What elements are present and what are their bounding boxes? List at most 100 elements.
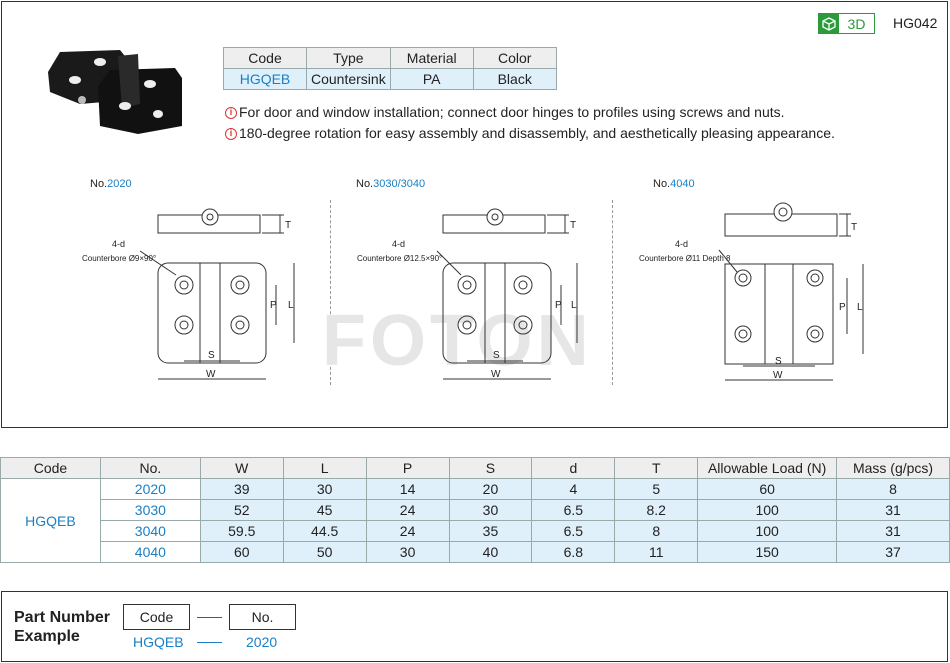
drawing-no-label: No.3030/3040 xyxy=(356,178,426,190)
cell-mass: 37 xyxy=(836,541,950,563)
product-photo xyxy=(48,50,182,134)
spec-color: Black xyxy=(472,68,557,90)
dim-S: S xyxy=(493,350,500,361)
dim-L: L xyxy=(571,300,577,311)
dimension-table: Code No. W L P S d T Allowable Load (N) … xyxy=(0,457,950,563)
cell-mass: 8 xyxy=(836,478,950,500)
dim-L: L xyxy=(857,302,863,313)
code-box: Code xyxy=(123,604,190,630)
notes-list: i For door and window installation; conn… xyxy=(225,102,835,144)
cell-s: 40 xyxy=(448,541,533,563)
drawing-no-value: 3030/3040 xyxy=(373,178,426,190)
dim-T: T xyxy=(851,222,857,233)
no-cell[interactable]: 2020 xyxy=(99,478,201,500)
cell-p: 24 xyxy=(365,520,450,542)
3d-model-button[interactable]: 3D xyxy=(818,13,875,34)
cell-d: 6.8 xyxy=(531,541,616,563)
note-item: i For door and window installation; conn… xyxy=(225,102,835,123)
info-icon: i xyxy=(225,127,237,140)
example-no: 2020 xyxy=(246,634,278,650)
dim-T: T xyxy=(285,220,291,231)
col-header: L xyxy=(282,457,367,479)
drawing-no-value: 4040 xyxy=(670,178,695,190)
col-header: Code xyxy=(0,457,101,479)
divider xyxy=(330,200,331,385)
no-box: No. xyxy=(229,604,296,630)
cell-p: 24 xyxy=(365,499,450,521)
cell-w: 59.5 xyxy=(199,520,284,542)
code-cell: HGQEB xyxy=(0,478,101,563)
drawing-no-value: 2020 xyxy=(107,178,132,190)
cell-w: 52 xyxy=(199,499,284,521)
note-text: 180-degree rotation for easy assembly an… xyxy=(239,125,835,141)
drawing-no-label: No.2020 xyxy=(90,178,132,190)
cell-load: 100 xyxy=(697,520,838,542)
cell-p: 30 xyxy=(365,541,450,563)
table-row: 3040 59.5 44.5 24 35 6.5 8 100 31 xyxy=(1,520,950,542)
drawing-no-label: No.4040 xyxy=(653,178,695,190)
cell-d: 6.5 xyxy=(531,520,616,542)
cell-load: 60 xyxy=(697,478,838,500)
connector-line xyxy=(197,617,222,618)
hole-desc: Counterbore Ø12.5×90° xyxy=(357,254,442,263)
no-cell[interactable]: 4040 xyxy=(99,541,201,563)
col-header: d xyxy=(531,457,616,479)
dim-W: W xyxy=(206,369,216,380)
cell-l: 50 xyxy=(282,541,367,563)
no-cell[interactable]: 3040 xyxy=(99,520,201,542)
cell-t: 8 xyxy=(614,520,699,542)
cell-w: 60 xyxy=(199,541,284,563)
col-header: W xyxy=(199,457,284,479)
dim-P: P xyxy=(555,300,562,311)
technical-drawing-4040: T P L S W 4-d Counterbore Ø11 Depth 8 xyxy=(639,202,864,381)
dim-L: L xyxy=(288,300,294,311)
cell-p: 14 xyxy=(365,478,450,500)
table-row: 4040 60 50 30 40 6.8 11 150 37 xyxy=(1,541,950,563)
3d-label: 3D xyxy=(847,15,866,32)
cell-t: 8.2 xyxy=(614,499,699,521)
cell-w: 39 xyxy=(199,478,284,500)
cell-mass: 31 xyxy=(836,520,950,542)
spec-table: Code Type Material Color HGQEB Countersi… xyxy=(223,47,557,90)
watermark: FOTON xyxy=(322,301,593,381)
hole-label: 4-d xyxy=(112,239,125,249)
dim-S: S xyxy=(775,356,782,367)
hole-label: 4-d xyxy=(392,239,405,249)
cell-d: 6.5 xyxy=(531,499,616,521)
hole-desc: Counterbore Ø11 Depth 8 xyxy=(639,254,731,263)
dim-W: W xyxy=(491,369,501,380)
cell-s: 30 xyxy=(448,499,533,521)
col-header: No. xyxy=(99,457,201,479)
spec-header-color: Color xyxy=(472,47,557,69)
cell-s: 20 xyxy=(448,478,533,500)
dim-T: T xyxy=(570,220,576,231)
connector-line xyxy=(197,642,222,643)
cell-load: 100 xyxy=(697,499,838,521)
col-header: T xyxy=(614,457,699,479)
cell-l: 45 xyxy=(282,499,367,521)
info-icon: i xyxy=(225,106,237,119)
spec-type: Countersink xyxy=(306,68,391,90)
no-cell[interactable]: 3030 xyxy=(99,499,201,521)
part-number-panel xyxy=(1,591,948,662)
cell-d: 4 xyxy=(531,478,616,500)
dim-P: P xyxy=(839,302,846,313)
dim-W: W xyxy=(773,370,783,381)
technical-drawing-3030: T P L S W 4-d Counterbore Ø12.5×90° xyxy=(357,208,578,380)
hole-desc: Counterbore Ø9×90° xyxy=(82,254,156,263)
part-number-title: Part Number Example xyxy=(14,609,111,645)
note-text: For door and window installation; connec… xyxy=(239,104,785,120)
col-header: Allowable Load (N) xyxy=(697,457,838,479)
divider xyxy=(612,200,613,385)
spec-header-code: Code xyxy=(223,47,307,69)
hole-label: 4-d xyxy=(675,239,688,249)
cell-l: 44.5 xyxy=(282,520,367,542)
spec-header-material: Material xyxy=(389,47,474,69)
cube-icon xyxy=(819,14,839,33)
col-header: P xyxy=(365,457,450,479)
dim-P: P xyxy=(270,300,277,311)
product-panel xyxy=(1,1,948,428)
cell-load: 150 xyxy=(697,541,838,563)
product-code: HG042 xyxy=(893,15,938,31)
cell-s: 35 xyxy=(448,520,533,542)
